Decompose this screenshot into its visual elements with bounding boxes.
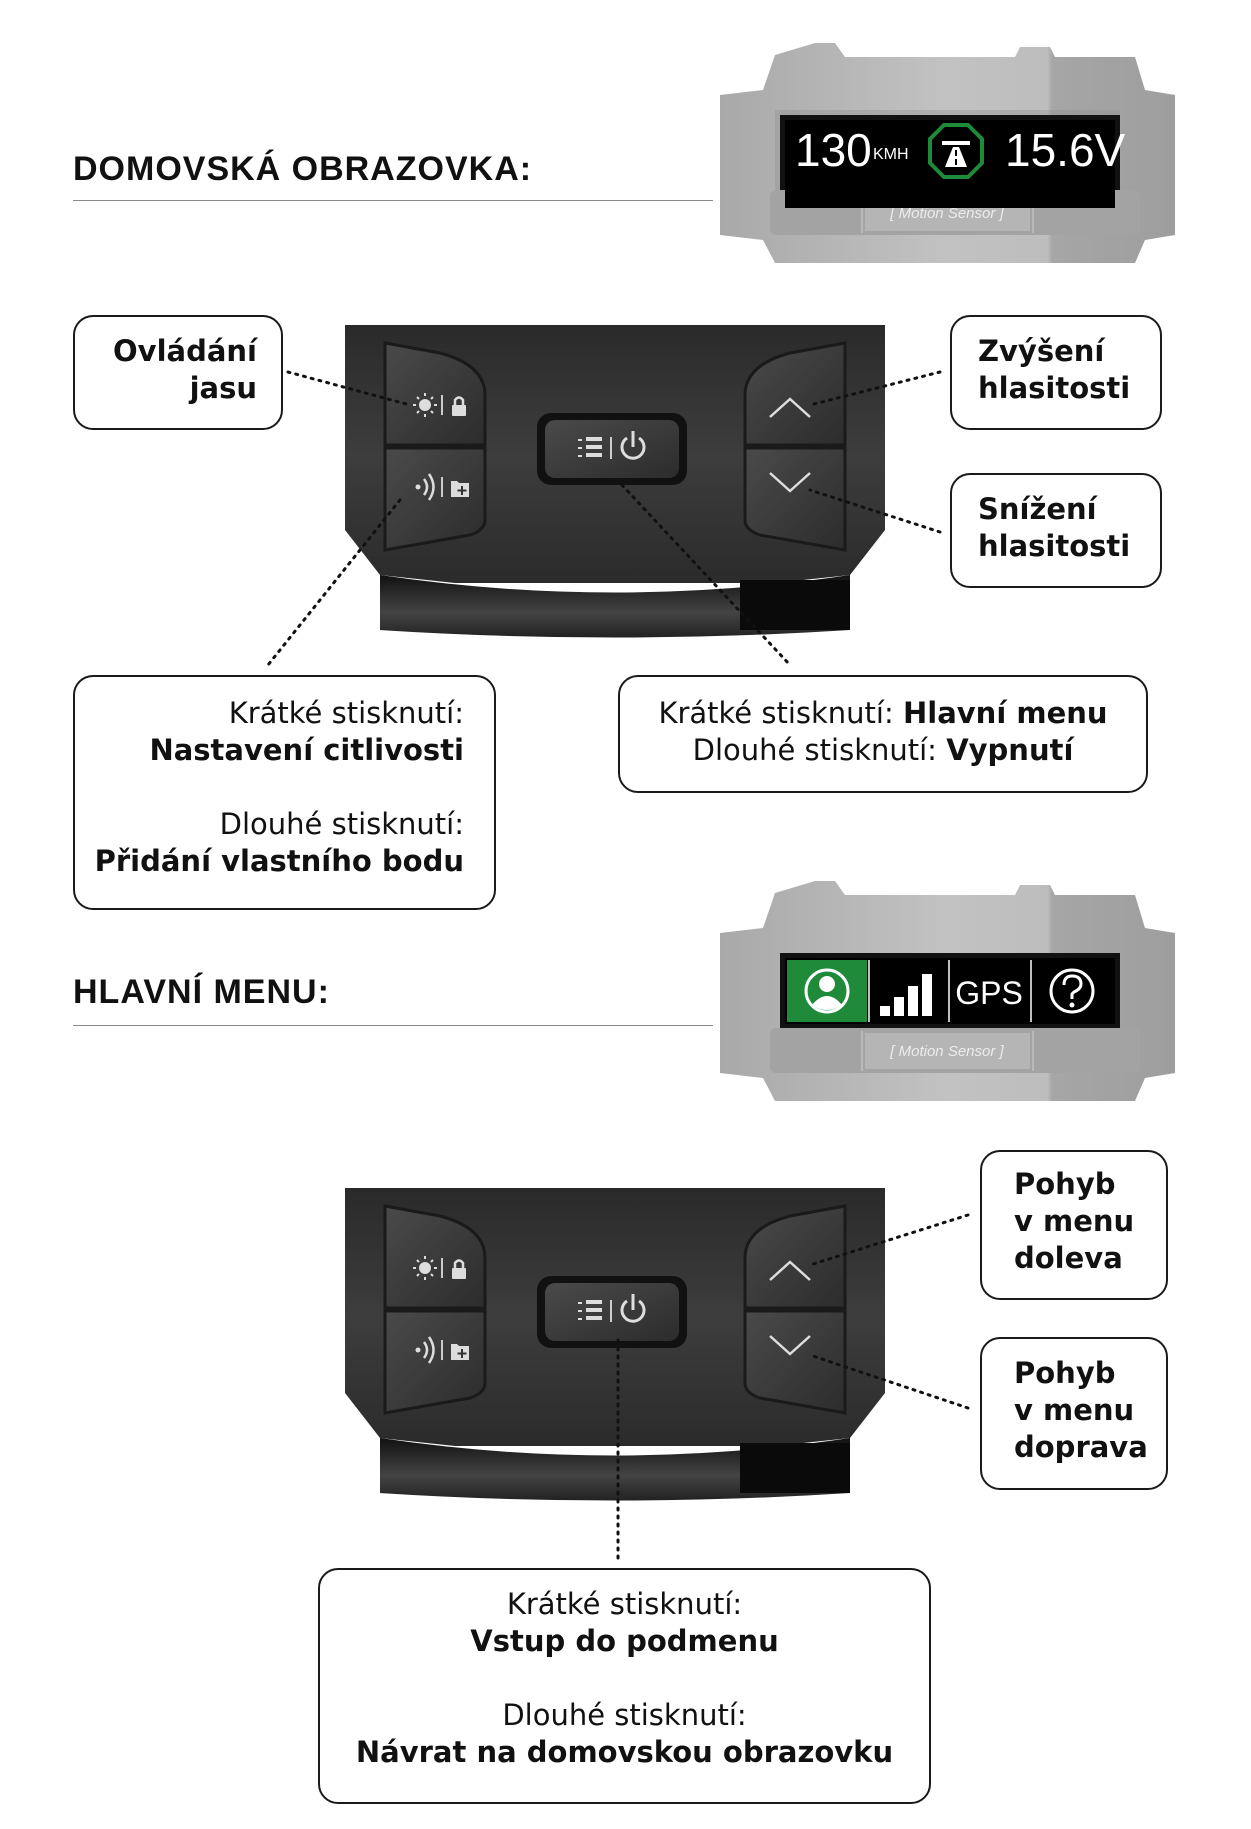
volume-down-button[interactable] bbox=[743, 446, 847, 552]
help-icon bbox=[1049, 968, 1095, 1014]
home-leader-lines bbox=[266, 370, 942, 667]
menu-long-action: Vypnutí bbox=[946, 733, 1074, 767]
volume-up-callout-line1: Zvýšení bbox=[978, 334, 1105, 368]
menu-left-button[interactable] bbox=[743, 1204, 847, 1310]
enter-callout: Krátké stisknutí: Vstup do podmenu Dlouh… bbox=[318, 1568, 931, 1804]
sensitivity-poi-button[interactable] bbox=[383, 446, 487, 552]
power-icon bbox=[620, 431, 646, 460]
menu-long-label: Dlouhé stisknutí: bbox=[692, 733, 947, 767]
chevron-up-icon bbox=[769, 1260, 811, 1281]
main-menu-heading-rule bbox=[73, 1025, 713, 1026]
menu-tile-signal[interactable] bbox=[880, 974, 932, 1016]
chevron-down-icon bbox=[769, 1335, 811, 1356]
brightness-lock-button-2[interactable] bbox=[383, 1204, 487, 1310]
folder-add-icon bbox=[451, 481, 469, 497]
sensitivity-short-label: Krátké stisknutí: bbox=[228, 696, 464, 730]
home-speed-unit: KMH bbox=[873, 146, 909, 163]
chevron-down-icon bbox=[769, 472, 811, 493]
signal-bars-icon bbox=[880, 974, 932, 1016]
menu-right-callout-line1: Pohyb bbox=[1014, 1356, 1116, 1390]
sensitivity-long-label: Dlouhé stisknutí: bbox=[219, 807, 464, 841]
volume-up-button[interactable] bbox=[743, 341, 847, 447]
sound-wave-icon bbox=[415, 1336, 435, 1364]
volume-up-callout: Zvýšení hlasitosti bbox=[950, 315, 1162, 430]
sun-icon bbox=[413, 1256, 437, 1280]
home-device-controls bbox=[345, 325, 885, 638]
enter-short-action: Vstup do podmenu bbox=[470, 1624, 779, 1658]
menu-left-callout: Pohyb v menu doleva bbox=[980, 1150, 1168, 1300]
volume-down-callout-line1: Snížení bbox=[978, 492, 1097, 526]
volume-down-callout-line2: hlasitosti bbox=[978, 529, 1131, 563]
menu-right-callout-line3: doprava bbox=[1014, 1430, 1148, 1464]
enter-short-label: Krátké stisknutí: bbox=[506, 1587, 743, 1621]
main-menu-sensor-label: [ Motion Sensor ] bbox=[889, 1043, 1004, 1060]
menu-left-callout-line2: v menu bbox=[1014, 1204, 1135, 1238]
menu-short-label: Krátké stisknutí: bbox=[658, 696, 903, 730]
menu-right-callout: Pohyb v menu doprava bbox=[980, 1337, 1168, 1490]
brightness-lock-button[interactable] bbox=[383, 341, 487, 447]
menu-right-callout-line2: v menu bbox=[1014, 1393, 1135, 1427]
main-menu-leader-lines bbox=[616, 1213, 970, 1562]
main-menu-heading: HLAVNÍ MENU: bbox=[73, 973, 330, 1011]
menu-tile-gps[interactable]: GPS bbox=[955, 975, 1023, 1011]
volume-down-callout: Snížení hlasitosti bbox=[950, 473, 1162, 588]
sensitivity-poi-button-2[interactable] bbox=[383, 1309, 487, 1415]
list-icon bbox=[578, 1300, 602, 1320]
menu-tile-profile[interactable] bbox=[787, 960, 867, 1022]
sensitivity-short-action: Nastavení citlivosti bbox=[149, 733, 464, 767]
brightness-callout-line2: jasu bbox=[189, 371, 257, 405]
list-icon bbox=[578, 437, 602, 457]
sensitivity-long-action: Přidání vlastního bodu bbox=[94, 844, 464, 878]
main-menu-device-controls bbox=[345, 1188, 885, 1501]
home-heading: DOMOVSKÁ OBRAZOVKA: bbox=[73, 150, 533, 188]
home-heading-rule bbox=[73, 200, 713, 201]
menu-power-button-2[interactable] bbox=[537, 1276, 687, 1348]
sun-icon bbox=[413, 393, 437, 417]
chevron-up-icon bbox=[769, 397, 811, 418]
menu-right-button[interactable] bbox=[743, 1309, 847, 1415]
brightness-callout: Ovládání jasu bbox=[73, 315, 283, 430]
menu-tile-help[interactable] bbox=[1049, 968, 1095, 1014]
main-menu-display-unit: [ Motion Sensor ] GPS bbox=[720, 881, 1175, 1101]
power-icon bbox=[620, 1294, 646, 1323]
enter-long-action: Návrat na domovskou obrazovku bbox=[355, 1735, 894, 1769]
gps-label: GPS bbox=[955, 975, 1023, 1011]
menu-callout: Krátké stisknutí: Hlavní menu Dlouhé sti… bbox=[618, 675, 1148, 793]
enter-long-label: Dlouhé stisknutí: bbox=[502, 1698, 747, 1732]
home-sensor-label: [ Motion Sensor ] bbox=[889, 205, 1004, 222]
sensitivity-callout: Krátké stisknutí: Nastavení citlivosti D… bbox=[73, 675, 496, 910]
profile-icon bbox=[804, 968, 850, 1014]
menu-power-button[interactable] bbox=[537, 413, 687, 485]
menu-short-action: Hlavní menu bbox=[902, 696, 1108, 730]
home-display-unit: [ Motion Sensor ] bbox=[720, 43, 1175, 263]
lock-icon bbox=[452, 396, 466, 416]
menu-left-callout-line1: Pohyb bbox=[1014, 1167, 1116, 1201]
home-speed-readout: 130 KMH 15.6V bbox=[795, 120, 1125, 204]
highway-icon bbox=[928, 123, 984, 179]
folder-add-icon bbox=[451, 1344, 469, 1360]
volume-up-callout-line2: hlasitosti bbox=[978, 371, 1131, 405]
brightness-callout-line1: Ovládání bbox=[113, 334, 257, 368]
home-speed-value: 130 bbox=[795, 124, 872, 176]
lock-icon bbox=[452, 1259, 466, 1279]
sound-wave-icon bbox=[415, 473, 435, 501]
home-voltage-value: 15.6V bbox=[1005, 124, 1126, 176]
menu-left-callout-line3: doleva bbox=[1014, 1241, 1123, 1275]
